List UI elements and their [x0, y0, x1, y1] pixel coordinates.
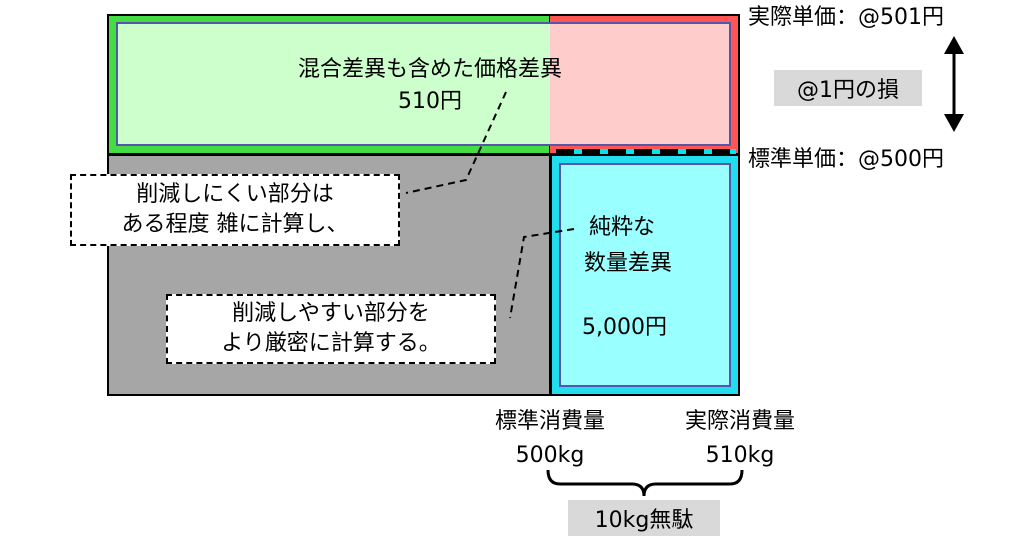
- callout-easy-line-2: より厳密に計算する。: [221, 331, 441, 356]
- callout-easy-line-1: 削減しやすい部分を: [232, 301, 430, 327]
- standard-quantity-value: 500kg: [515, 443, 585, 468]
- quantity-variance-title-1: 純粋な: [589, 215, 656, 240]
- mixed-variance-separator: [556, 149, 736, 157]
- price-difference-arrow: [944, 36, 964, 132]
- price-loss-label: @1円の損: [774, 70, 922, 106]
- actual-quantity-label: 実際消費量: [684, 409, 795, 434]
- price-variance-amount: 510円: [398, 89, 462, 114]
- waste-label: 10kg無駄: [568, 500, 720, 536]
- standard-price-label: 標準単価：@500円: [748, 147, 944, 172]
- callout-hard-line-1: 削減しにくい部分は: [136, 182, 334, 208]
- actual-price-label: 実際単価：@501円: [748, 5, 944, 30]
- quantity-variance-amount: 5,000円: [582, 315, 667, 340]
- standard-quantity-label: 標準消費量: [494, 409, 605, 434]
- waste-bracket: [546, 469, 744, 497]
- price-variance-inner: [116, 22, 552, 146]
- mixed-variance-inner: [550, 22, 731, 146]
- quantity-variance-inner: [559, 163, 731, 387]
- quantity-variance-title-2: 数量差異: [584, 251, 673, 276]
- actual-quantity-value: 510kg: [705, 443, 775, 468]
- callout-hard-line-2: ある程度 雑に計算し、: [121, 212, 349, 237]
- callout-hard-to-reduce: 削減しにくい部分は ある程度 雑に計算し、: [70, 174, 400, 246]
- callout-easy-to-reduce: 削減しやすい部分を より厳密に計算する。: [166, 294, 496, 364]
- price-variance-title: 混合差異も含めた価格差異: [297, 57, 562, 82]
